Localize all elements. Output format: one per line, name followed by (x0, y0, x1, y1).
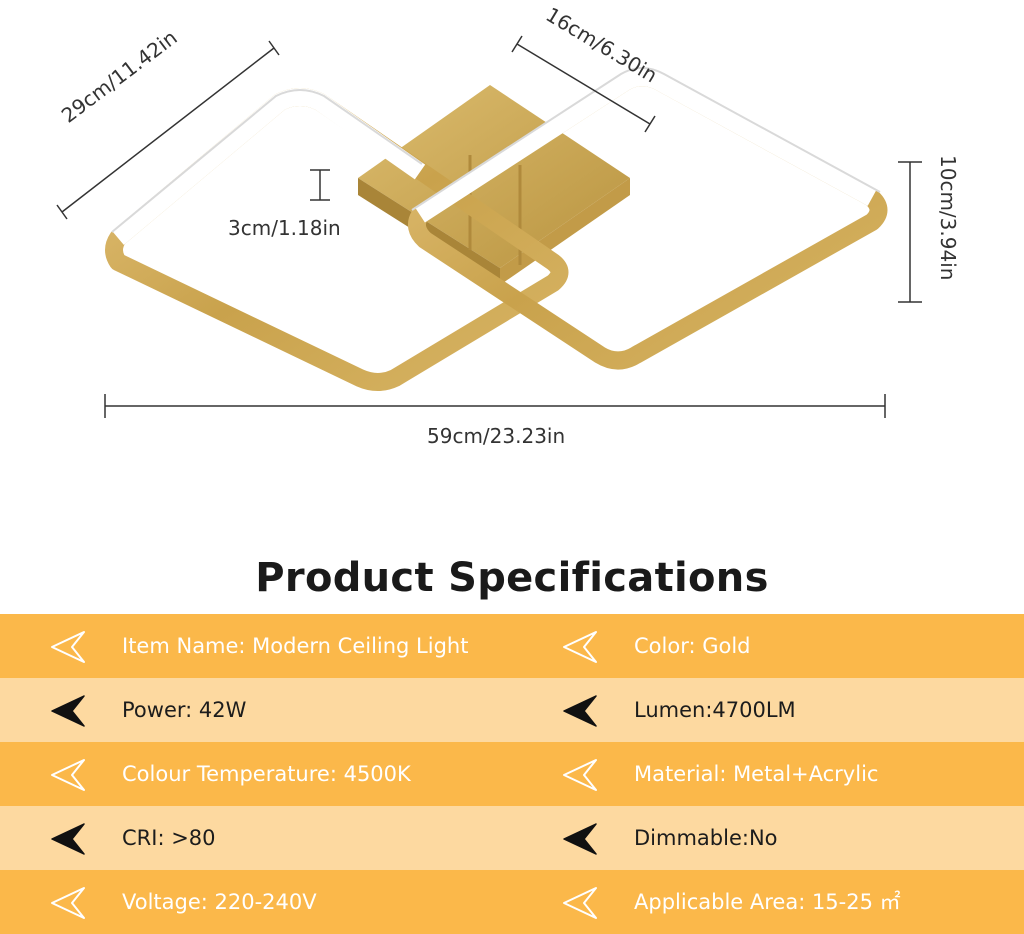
spec-text: Voltage: 220-240V (122, 890, 317, 914)
spec-text: Material: Metal+Acrylic (634, 762, 879, 786)
outline-arrow-icon (50, 886, 86, 920)
spec-text: Lumen:4700LM (634, 698, 796, 722)
solid-arrow-icon (50, 822, 86, 856)
spec-row: Item Name: Modern Ceiling Light Color: Go… (0, 614, 1024, 678)
outline-arrow-icon (562, 886, 598, 920)
spec-cell-right: Material: Metal+Acrylic (512, 742, 1024, 806)
spec-text: CRI: >80 (122, 826, 216, 850)
spec-row: Power: 42W Lumen:4700LM (0, 678, 1024, 742)
product-diagram: 29cm/11.42in 16cm/6.30in 3cm/1.18in 10cm… (56, 2, 960, 448)
right-ring (407, 67, 888, 370)
page-title: Product Specifications (255, 554, 769, 601)
spec-text: Applicable Area: 15-25 ㎡ (634, 890, 901, 914)
spec-cell-right: Lumen:4700LM (512, 678, 1024, 742)
height-dimension-label: 10cm/3.94in (936, 155, 960, 281)
ceiling-light-illustration (56, 35, 922, 418)
spec-text: Colour Temperature: 4500K (122, 762, 411, 786)
outline-arrow-icon (562, 758, 598, 792)
spec-cell-left: Item Name: Modern Ceiling Light (0, 614, 512, 678)
solid-arrow-icon (50, 694, 86, 728)
spec-cell-right: Color: Gold (512, 614, 1024, 678)
spec-text: Item Name: Modern Ceiling Light (122, 634, 469, 658)
width-dimension-label: 59cm/23.23in (427, 424, 566, 448)
outline-arrow-icon (562, 630, 598, 664)
spec-row: Voltage: 220-240V Applicable Area: 15-25 … (0, 870, 1024, 934)
spec-cell-left: CRI: >80 (0, 806, 512, 870)
spec-cell-right: Applicable Area: 15-25 ㎡ (512, 870, 1024, 934)
left-ring (105, 88, 569, 391)
spec-row: Colour Temperature: 4500K Material: Metal… (0, 742, 1024, 806)
spec-text: Dimmable:No (634, 826, 778, 850)
solid-arrow-icon (562, 694, 598, 728)
outline-arrow-icon (50, 758, 86, 792)
spec-cell-right: Dimmable:No (512, 806, 1024, 870)
solid-arrow-icon (562, 822, 598, 856)
spec-table: Item Name: Modern Ceiling Light Color: Go… (0, 614, 1024, 934)
spec-row: CRI: >80 Dimmable:No (0, 806, 1024, 870)
spec-cell-left: Colour Temperature: 4500K (0, 742, 512, 806)
thickness-dimension-label: 3cm/1.18in (228, 216, 341, 240)
outline-arrow-icon (50, 630, 86, 664)
dimension-lines (56, 35, 922, 418)
spec-text: Color: Gold (634, 634, 751, 658)
spec-cell-left: Voltage: 220-240V (0, 870, 512, 934)
spec-cell-left: Power: 42W (0, 678, 512, 742)
spec-text: Power: 42W (122, 698, 247, 722)
